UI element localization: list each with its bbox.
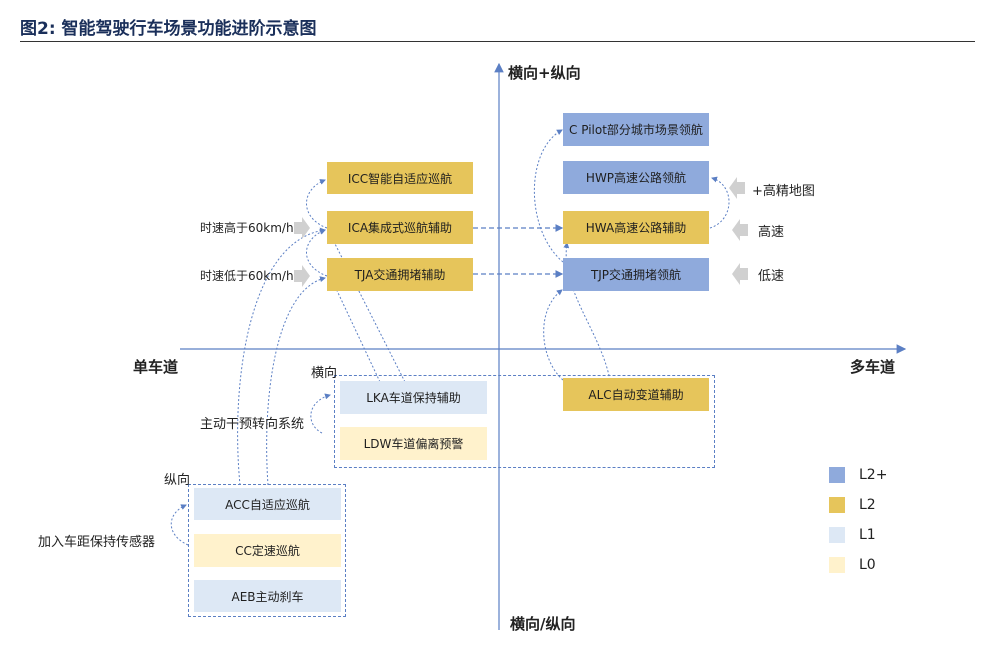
gray-arrow-high-speed [294,217,310,239]
title-divider [20,41,975,42]
lateral-side-label: 主动干预转向系统 [200,417,305,432]
box-lka: LKA车道保持辅助 [340,381,487,414]
box-cc: CC定速巡航 [194,534,341,567]
box-tjp: TJP交通拥堵领航 [563,258,709,291]
box-acc: ACC自适应巡航 [194,488,341,520]
longitudinal-side-label: 加入车距保持传感器 [38,535,156,550]
axis-right-label: 多车道 [850,358,896,376]
arc-tjp-to-cpilot [533,129,564,263]
box-hwa: HWA高速公路辅助 [563,211,709,244]
line-lka-to-tja [331,279,381,383]
arc-acc-to-ica [237,227,326,486]
legend-label: L2+ [859,467,888,483]
box-aeb: AEB主动刹车 [194,580,341,612]
lowspeed-label: 低速 [758,269,785,284]
legend-swatch [829,557,845,573]
axis-left-label: 单车道 [133,358,179,376]
gray-arrow-low-speed [294,265,310,287]
box-hwp: HWP高速公路领航 [563,161,709,194]
arc-hwa-to-hwp [709,176,730,229]
axis-top-label: 横向+纵向 [508,64,581,82]
arc-ica-to-icc [306,179,328,229]
legend-item: L1 [829,527,876,543]
gray-arrow-highway [732,219,748,241]
box-icc: ICC智能自适应巡航 [327,162,473,194]
box-ica: ICA集成式巡航辅助 [327,211,473,244]
legend-label: L1 [859,527,876,543]
legend-swatch [829,497,845,513]
arc-longitudinal-side [170,504,189,546]
arc-alc-to-tjp [543,289,564,381]
axis-bottom-label: 横向/纵向 [510,615,576,633]
figure-title: 图2: 智能驾驶行车场景功能进阶示意图 [20,19,317,39]
lateral-group-label: 横向 [311,366,338,381]
speed-high-label: 时速高于60km/h [200,221,294,235]
box-alc: ALC自动变道辅助 [563,378,709,411]
legend-swatch [829,467,845,483]
arc-lateral-side [310,393,331,434]
box-cpilot: C Pilot部分城市场景领航 [563,113,709,146]
legend-label: L2 [859,497,876,513]
box-ldw: LDW车道偏离预警 [340,427,487,460]
arc-acc-to-tja [266,276,326,486]
hdmap-label: +高精地图 [752,184,815,199]
legend-item: L2 [829,497,876,513]
longitudinal-group-label: 纵向 [164,473,191,488]
arc-tja-to-ica [306,229,328,277]
highway-label: 高速 [758,225,785,240]
gray-arrow-lowspeed [732,263,748,285]
line-lka-to-ica [329,233,406,383]
speed-low-label: 时速低于60km/h [200,269,294,283]
legend-item: L0 [829,557,876,573]
legend-label: L0 [859,557,876,573]
legend-swatch [829,527,845,543]
gray-arrow-hdmap [729,177,745,199]
longitudinal-group-frame [188,484,346,617]
legend-item: L2+ [829,467,887,483]
box-tja: TJA交通拥堵辅助 [327,258,473,291]
lateral-group-frame [334,375,715,468]
